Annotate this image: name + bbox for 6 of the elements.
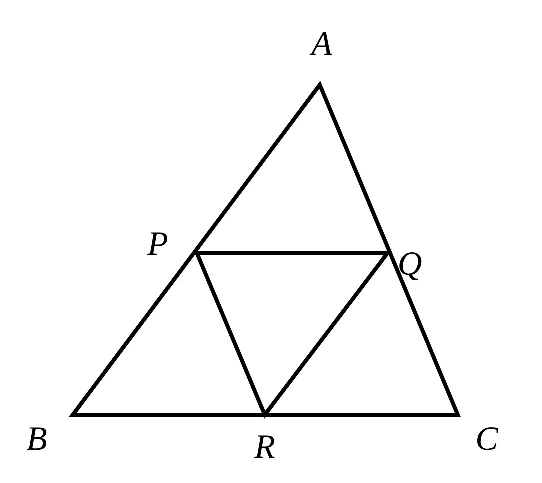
vertex-label: Q	[398, 248, 422, 282]
vertex-label: B	[26, 423, 48, 457]
vertex-label: A	[312, 28, 332, 62]
vertex-label: P	[148, 228, 168, 262]
vertex-label: C	[476, 423, 498, 457]
vertex-label: R	[254, 431, 276, 465]
